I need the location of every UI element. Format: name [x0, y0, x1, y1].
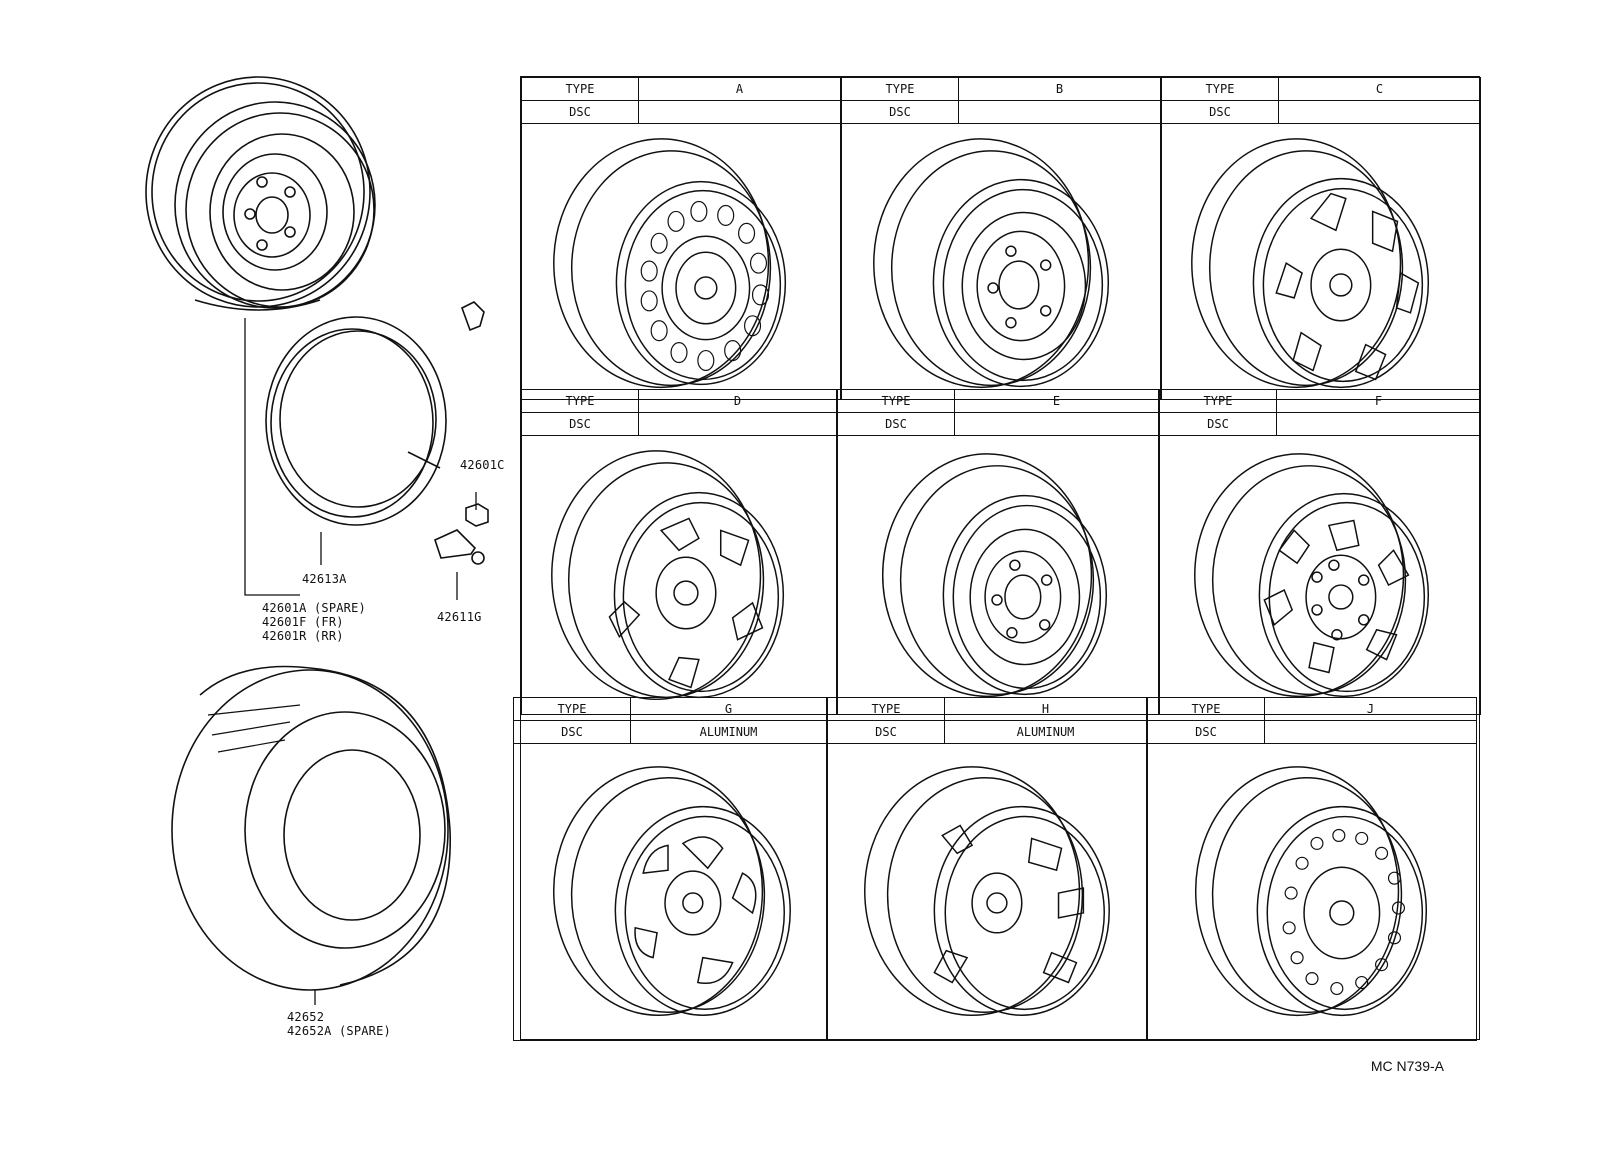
type-cell-e: TYPE E DSC	[837, 389, 1159, 715]
type-label: TYPE	[1148, 698, 1265, 720]
type-cell-c: TYPE C DSC	[1161, 77, 1481, 400]
rim-part-number-front: 42601F (FR)	[262, 615, 344, 629]
type-cell-h: TYPE H DSC ALUMINUM	[827, 697, 1147, 1041]
exploded-view	[145, 76, 489, 1005]
type-cell-j: TYPE J DSC	[1147, 697, 1477, 1041]
type-value: H	[1041, 702, 1050, 716]
dsc-label: DSC	[522, 413, 639, 435]
valve-part-number: 42611G	[437, 610, 482, 624]
dsc-value	[639, 101, 840, 123]
type-value: B	[1055, 82, 1064, 96]
wheel-drawing-j	[1194, 766, 1428, 1017]
tire-drawing	[171, 665, 451, 1005]
wheel-drawing-h	[864, 766, 1110, 1017]
tire-part-number-spare: 42652A (SPARE)	[287, 1024, 391, 1038]
wheel-drawing-c	[1191, 138, 1430, 389]
type-label: TYPE	[828, 698, 945, 720]
type-value: C	[1375, 82, 1384, 96]
type-cell-a: TYPE A DSC	[521, 77, 841, 400]
wheel-drawing-e	[881, 453, 1108, 698]
type-label: TYPE	[522, 390, 639, 412]
dsc-value	[959, 101, 1160, 123]
dsc-label: DSC	[838, 413, 955, 435]
dsc-label: DSC	[514, 721, 631, 743]
dsc-value	[955, 413, 1158, 435]
dsc-label: DSC	[842, 101, 959, 123]
dsc-label: DSC	[1160, 413, 1277, 435]
type-value: D	[733, 394, 742, 408]
dsc-value: ALUMINUM	[1016, 725, 1075, 739]
wheel-type-table: TYPE A DSC	[513, 76, 1481, 1041]
dsc-value	[1279, 101, 1480, 123]
type-cell-f: TYPE F DSC	[1159, 389, 1481, 715]
type-value: E	[1052, 394, 1061, 408]
type-label: TYPE	[1160, 390, 1277, 412]
type-label: TYPE	[1162, 78, 1279, 100]
tire-part-number: 42652	[287, 1010, 325, 1024]
wheel-drawing-f	[1194, 453, 1430, 698]
type-label: TYPE	[522, 78, 639, 100]
nut-part-number: 42601C	[460, 458, 505, 472]
type-value: J	[1366, 702, 1375, 716]
flap-part-number: 42613A	[302, 572, 347, 586]
rim-part-number-rear: 42601R (RR)	[262, 629, 344, 643]
flap-drawing	[265, 316, 447, 526]
wheel-drawing-d	[551, 450, 785, 701]
dsc-value	[639, 413, 836, 435]
dsc-value	[1277, 413, 1480, 435]
wheel-drawing-g	[552, 766, 791, 1016]
type-cell-g: TYPE G DSC ALUMINUM	[513, 697, 827, 1041]
type-label: TYPE	[514, 698, 631, 720]
type-label: TYPE	[838, 390, 955, 412]
type-label: TYPE	[842, 78, 959, 100]
valve-drawing	[434, 301, 485, 565]
rim-part-number-spare: 42601A (SPARE)	[262, 601, 366, 615]
disc-wheel-drawing	[145, 76, 376, 311]
figure-code: MC N739-A	[1370, 1058, 1444, 1074]
dsc-value	[1265, 721, 1476, 743]
dsc-label: DSC	[1162, 101, 1279, 123]
wheel-drawing-a	[553, 138, 787, 389]
dsc-value: ALUMINUM	[699, 725, 758, 739]
type-cell-b: TYPE B DSC	[841, 77, 1161, 400]
type-value: A	[735, 82, 744, 96]
dsc-label: DSC	[828, 721, 945, 743]
type-value: F	[1374, 394, 1383, 408]
dsc-label: DSC	[1148, 721, 1265, 743]
type-value: G	[724, 702, 733, 716]
nut-drawing	[465, 503, 489, 527]
dsc-label: DSC	[522, 101, 639, 123]
type-cell-d: TYPE D DSC	[521, 389, 837, 715]
wheel-drawing-b	[873, 138, 1110, 389]
